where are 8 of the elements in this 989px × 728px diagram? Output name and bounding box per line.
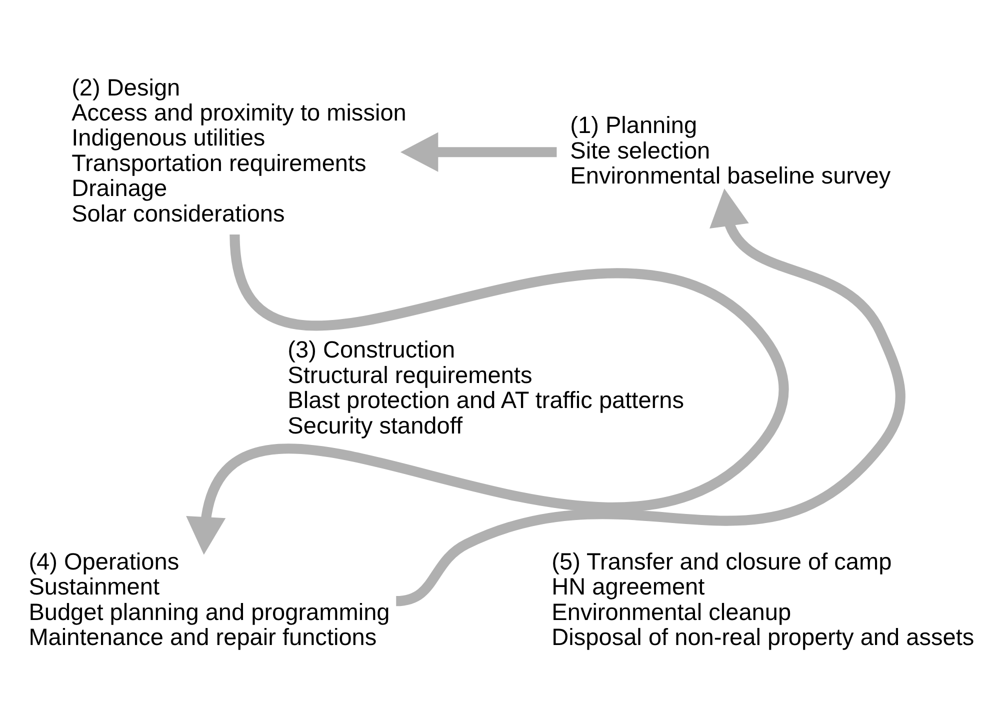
arrow — [400, 132, 557, 172]
arrow — [186, 234, 789, 555]
node-text: (2) Design Access and proximity to mission Indigenous utilities Transportation requirements Drainage Solar considerations — [72, 74, 406, 226]
node-text: (1) Planning Site selection Environmental baseline survey — [570, 112, 891, 189]
node-text: (5) Transfer and closure of camp HN agreement Environmental cleanup Disposal of non-real property and assets — [552, 548, 974, 650]
arrow — [396, 188, 906, 606]
node-text: (3) Construction Structural requirements Blast protection and AT traffic patterns Security standoff — [288, 336, 684, 438]
node-text: (4) Operations Sustainment Budget planning and programming Maintenance and repair functions — [28, 548, 390, 650]
